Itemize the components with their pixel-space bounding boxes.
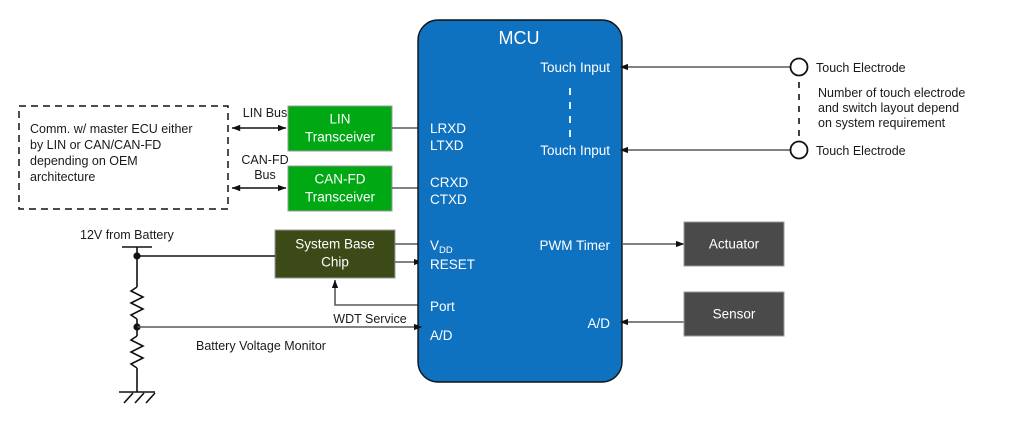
lin-transceiver-label-line1: LIN <box>329 112 350 127</box>
mcu-pin-vdd: VDD <box>430 238 453 256</box>
wdt-service-connection: WDT Service <box>331 279 420 326</box>
touch-electrode-note: Number of touch electrode and switch lay… <box>818 86 965 130</box>
battery-supply-label: 12V from Battery <box>80 228 175 242</box>
touch-electrode-2-label: Touch Electrode <box>816 144 906 158</box>
lin-bus-label: LIN Bus <box>243 106 287 120</box>
touch-electrode-1-label: Touch Electrode <box>816 61 906 75</box>
mcu-pin-vdd-subscript: DD <box>439 245 453 256</box>
canfd-transceiver-block[interactable]: CAN-FD Transceiver <box>287 165 393 212</box>
actuator-block[interactable]: Actuator <box>683 221 785 267</box>
actuator-label: Actuator <box>709 237 760 252</box>
lin-transceiver-block[interactable]: LIN Transceiver <box>287 105 393 152</box>
lin-bus-connection: LIN Bus <box>231 106 287 132</box>
mcu-block[interactable]: MCU LRXD LTXD CRXD CTXD VDD RESET Port A… <box>417 19 623 383</box>
mcu-pin-pwm-timer: PWM Timer <box>540 238 611 253</box>
mcu-pin-touch-input-2: Touch Input <box>540 143 610 158</box>
touch-electrode-1-symbol <box>789 57 809 77</box>
touch-electrode-2-symbol <box>789 140 809 160</box>
touch-note-line-3: on system requirement <box>818 116 946 130</box>
touch-electrode-2[interactable]: Touch Electrode <box>619 140 906 160</box>
battery-supply: 12V from Battery <box>80 228 175 255</box>
mcu-pin-ltxd: LTXD <box>430 138 464 153</box>
ecu-note-line-1: Comm. w/ master ECU either <box>30 122 193 136</box>
upper-resistor <box>129 256 145 327</box>
touch-electrode-1[interactable]: Touch Electrode <box>619 57 906 77</box>
mcu-pin-port: Port <box>430 299 455 314</box>
mcu-pin-lrxd: LRXD <box>430 121 466 136</box>
ecu-note-box: Comm. w/ master ECU either by LIN or CAN… <box>18 105 229 210</box>
mcu-pin-crxd: CRXD <box>430 175 469 190</box>
mcu-pin-vdd-main: V <box>430 238 439 253</box>
touch-note-line-2: and switch layout depend <box>818 101 959 115</box>
mcu-title: MCU <box>499 28 540 48</box>
canfd-transceiver-label-line2: Transceiver <box>305 190 376 205</box>
sensor-label: Sensor <box>713 307 756 322</box>
mcu-pin-touch-input-1: Touch Input <box>540 60 610 75</box>
sbc-label-line2: Chip <box>321 255 349 270</box>
ecu-note-line-2: by LIN or CAN/CAN-FD <box>30 138 161 152</box>
system-base-chip-block[interactable]: System Base Chip <box>274 229 396 279</box>
sensor-block[interactable]: Sensor <box>683 291 785 337</box>
canfd-bus-label-line1: CAN-FD <box>241 153 288 167</box>
canfd-transceiver-label-line1: CAN-FD <box>315 172 366 187</box>
touch-note-line-1: Number of touch electrode <box>818 86 965 100</box>
mcu-pin-ad-left: A/D <box>430 328 453 343</box>
mcu-pin-ctxd: CTXD <box>430 192 467 207</box>
battery-monitor-label: Battery Voltage Monitor <box>196 339 326 353</box>
ecu-note-line-4: architecture <box>30 170 95 184</box>
wdt-service-label: WDT Service <box>333 312 406 326</box>
mcu-pin-reset: RESET <box>430 257 475 272</box>
canfd-bus-label-line2: Bus <box>254 168 276 182</box>
mcu-pin-ad-right: A/D <box>587 316 610 331</box>
sbc-label-line1: System Base <box>295 237 375 252</box>
ecu-note-line-3: depending on OEM <box>30 154 138 168</box>
battery-voltage-monitor-connection: Battery Voltage Monitor <box>137 323 423 353</box>
ground-symbol <box>119 391 156 404</box>
lin-transceiver-label-line2: Transceiver <box>305 130 376 145</box>
canfd-bus-connection: CAN-FD Bus <box>231 153 289 192</box>
lower-resistor <box>129 327 145 392</box>
